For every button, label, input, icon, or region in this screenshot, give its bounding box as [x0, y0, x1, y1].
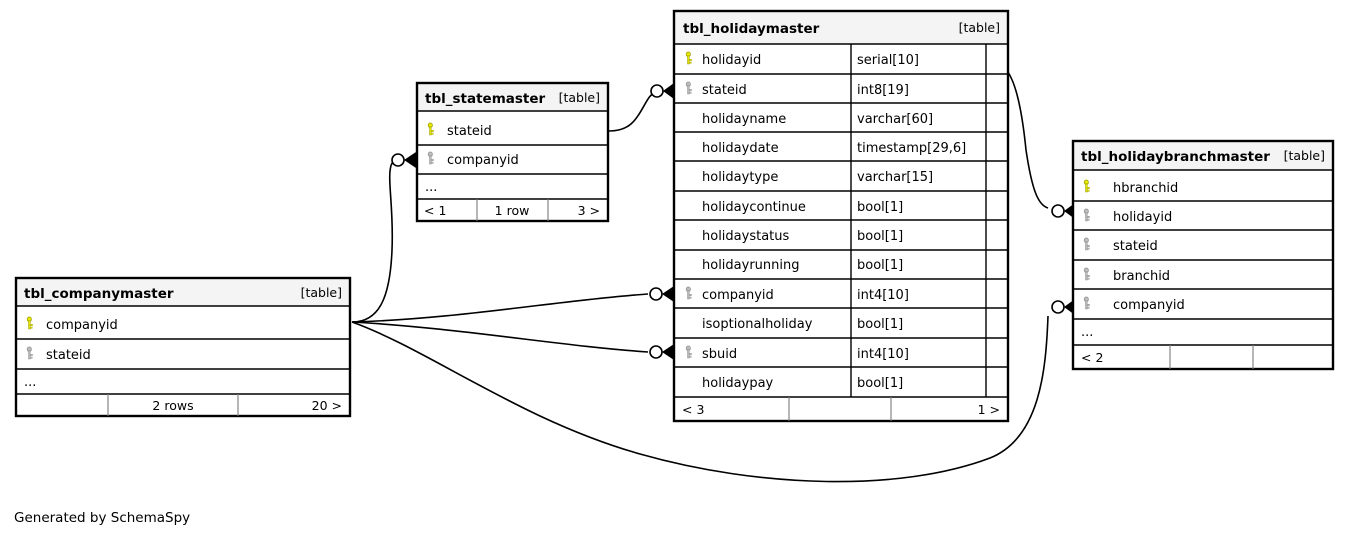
column-name: companyid — [702, 288, 774, 303]
column-row[interactable]: holidaydate timestamp[29,6] — [702, 141, 966, 156]
column-name: holidayid — [1113, 210, 1172, 225]
column-name: companyid — [1113, 298, 1185, 313]
column-name: holidaypay — [702, 376, 774, 391]
column-row[interactable]: companyid int4[10] — [685, 286, 909, 303]
column-name: companyid — [46, 318, 118, 333]
more-columns-ellipsis: ... — [1081, 325, 1093, 340]
footer-left: < 3 — [682, 402, 704, 417]
table-title: tbl_statemaster — [425, 91, 546, 107]
relationship-companymaster-companyid-to-statemaster-companyid — [351, 152, 416, 323]
more-columns-ellipsis: ... — [425, 180, 437, 195]
column-name: stateid — [46, 348, 91, 363]
column-name: holidayid — [702, 53, 761, 68]
column-row[interactable]: holidaytype varchar[15] — [702, 170, 933, 185]
table-tbl-holidaymaster[interactable]: tbl_holidaymaster [table] holidayid seri… — [672, 9, 1010, 423]
relationship-companymaster-companyid-to-holidaymaster-companyid — [351, 286, 674, 323]
column-name: stateid — [1113, 239, 1158, 254]
footer-right: 20 > — [312, 398, 342, 413]
column-row[interactable]: hbranchid — [1083, 179, 1178, 196]
column-type: varchar[60] — [857, 112, 933, 127]
column-row[interactable]: companyid — [26, 316, 118, 333]
column-name: stateid — [447, 124, 492, 139]
column-row[interactable]: stateid — [1083, 237, 1158, 254]
footer-center: 1 row — [495, 203, 530, 218]
column-type: bool[1] — [857, 317, 903, 332]
more-columns-ellipsis: ... — [24, 375, 36, 390]
footer-center: 2 rows — [152, 398, 193, 413]
column-type: serial[10] — [857, 53, 919, 68]
footer-right: 1 > — [978, 402, 1000, 417]
footer-left: < 1 — [424, 203, 446, 218]
column-row[interactable]: stateid — [427, 122, 492, 139]
table-tbl-holidaybranchmaster[interactable]: tbl_holidaybranchmaster [table] hbranchi… — [1071, 139, 1335, 371]
column-type: timestamp[29,6] — [857, 141, 966, 156]
column-type: int4[10] — [857, 288, 909, 303]
table-title: tbl_holidaybranchmaster — [1081, 149, 1270, 165]
relationship-companymaster-companyid-to-holidaymaster-sbuid — [351, 321, 674, 360]
column-row[interactable]: companyid — [427, 151, 519, 168]
column-type: varchar[15] — [857, 170, 933, 185]
table-tbl-statemaster[interactable]: tbl_statemaster [table] stateid companyi… — [415, 81, 610, 223]
column-name: isoptionalholiday — [702, 317, 813, 332]
column-type: int8[19] — [857, 83, 909, 98]
column-type: int4[10] — [857, 347, 909, 362]
column-name: holidaystatus — [702, 229, 790, 244]
table-tag: [table] — [959, 20, 1000, 35]
table-title: tbl_holidaymaster — [683, 21, 820, 37]
table-tbl-companymaster[interactable]: tbl_companymaster [table] companyid stat… — [14, 276, 352, 418]
column-name: companyid — [447, 153, 519, 168]
column-row[interactable]: holidaystatus bool[1] — [702, 229, 903, 244]
column-name: sbuid — [702, 347, 737, 362]
generated-by-credit: Generated by SchemaSpy — [14, 510, 190, 526]
column-name: hbranchid — [1113, 181, 1178, 196]
column-row[interactable]: holidayid serial[10] — [685, 51, 919, 68]
column-type: bool[1] — [857, 376, 903, 391]
footer-left: < 2 — [1081, 350, 1103, 365]
column-row[interactable]: sbuid int4[10] — [685, 345, 909, 362]
column-name: stateid — [702, 83, 747, 98]
column-name: holidaycontinue — [702, 200, 806, 215]
footer-right: 3 > — [578, 203, 600, 218]
column-name: holidaydate — [702, 141, 779, 156]
column-row[interactable]: holidaypay bool[1] — [702, 376, 903, 391]
table-title: tbl_companymaster — [24, 286, 174, 302]
column-row[interactable]: holidaycontinue bool[1] — [702, 200, 903, 215]
column-row[interactable]: isoptionalholiday bool[1] — [702, 317, 903, 332]
column-name: holidaytype — [702, 170, 778, 185]
column-row[interactable]: stateid int8[19] — [685, 81, 909, 98]
table-tag: [table] — [559, 90, 600, 105]
column-row[interactable]: holidayname varchar[60] — [702, 112, 933, 127]
table-tag: [table] — [1284, 148, 1325, 163]
column-row[interactable]: holidayid — [1083, 208, 1172, 225]
table-tag: [table] — [301, 285, 342, 300]
column-name: branchid — [1113, 269, 1170, 284]
column-type: bool[1] — [857, 258, 903, 273]
column-name: holidayname — [702, 112, 786, 127]
column-type: bool[1] — [857, 200, 903, 215]
column-row[interactable]: stateid — [26, 346, 91, 363]
column-type: bool[1] — [857, 229, 903, 244]
column-name: holidayrunning — [702, 258, 800, 273]
column-row[interactable]: companyid — [1083, 296, 1185, 313]
column-row[interactable]: branchid — [1083, 267, 1170, 284]
column-row[interactable]: holidayrunning bool[1] — [702, 258, 903, 273]
relationship-statemaster-stateid-to-holidaymaster-stateid — [608, 83, 674, 132]
